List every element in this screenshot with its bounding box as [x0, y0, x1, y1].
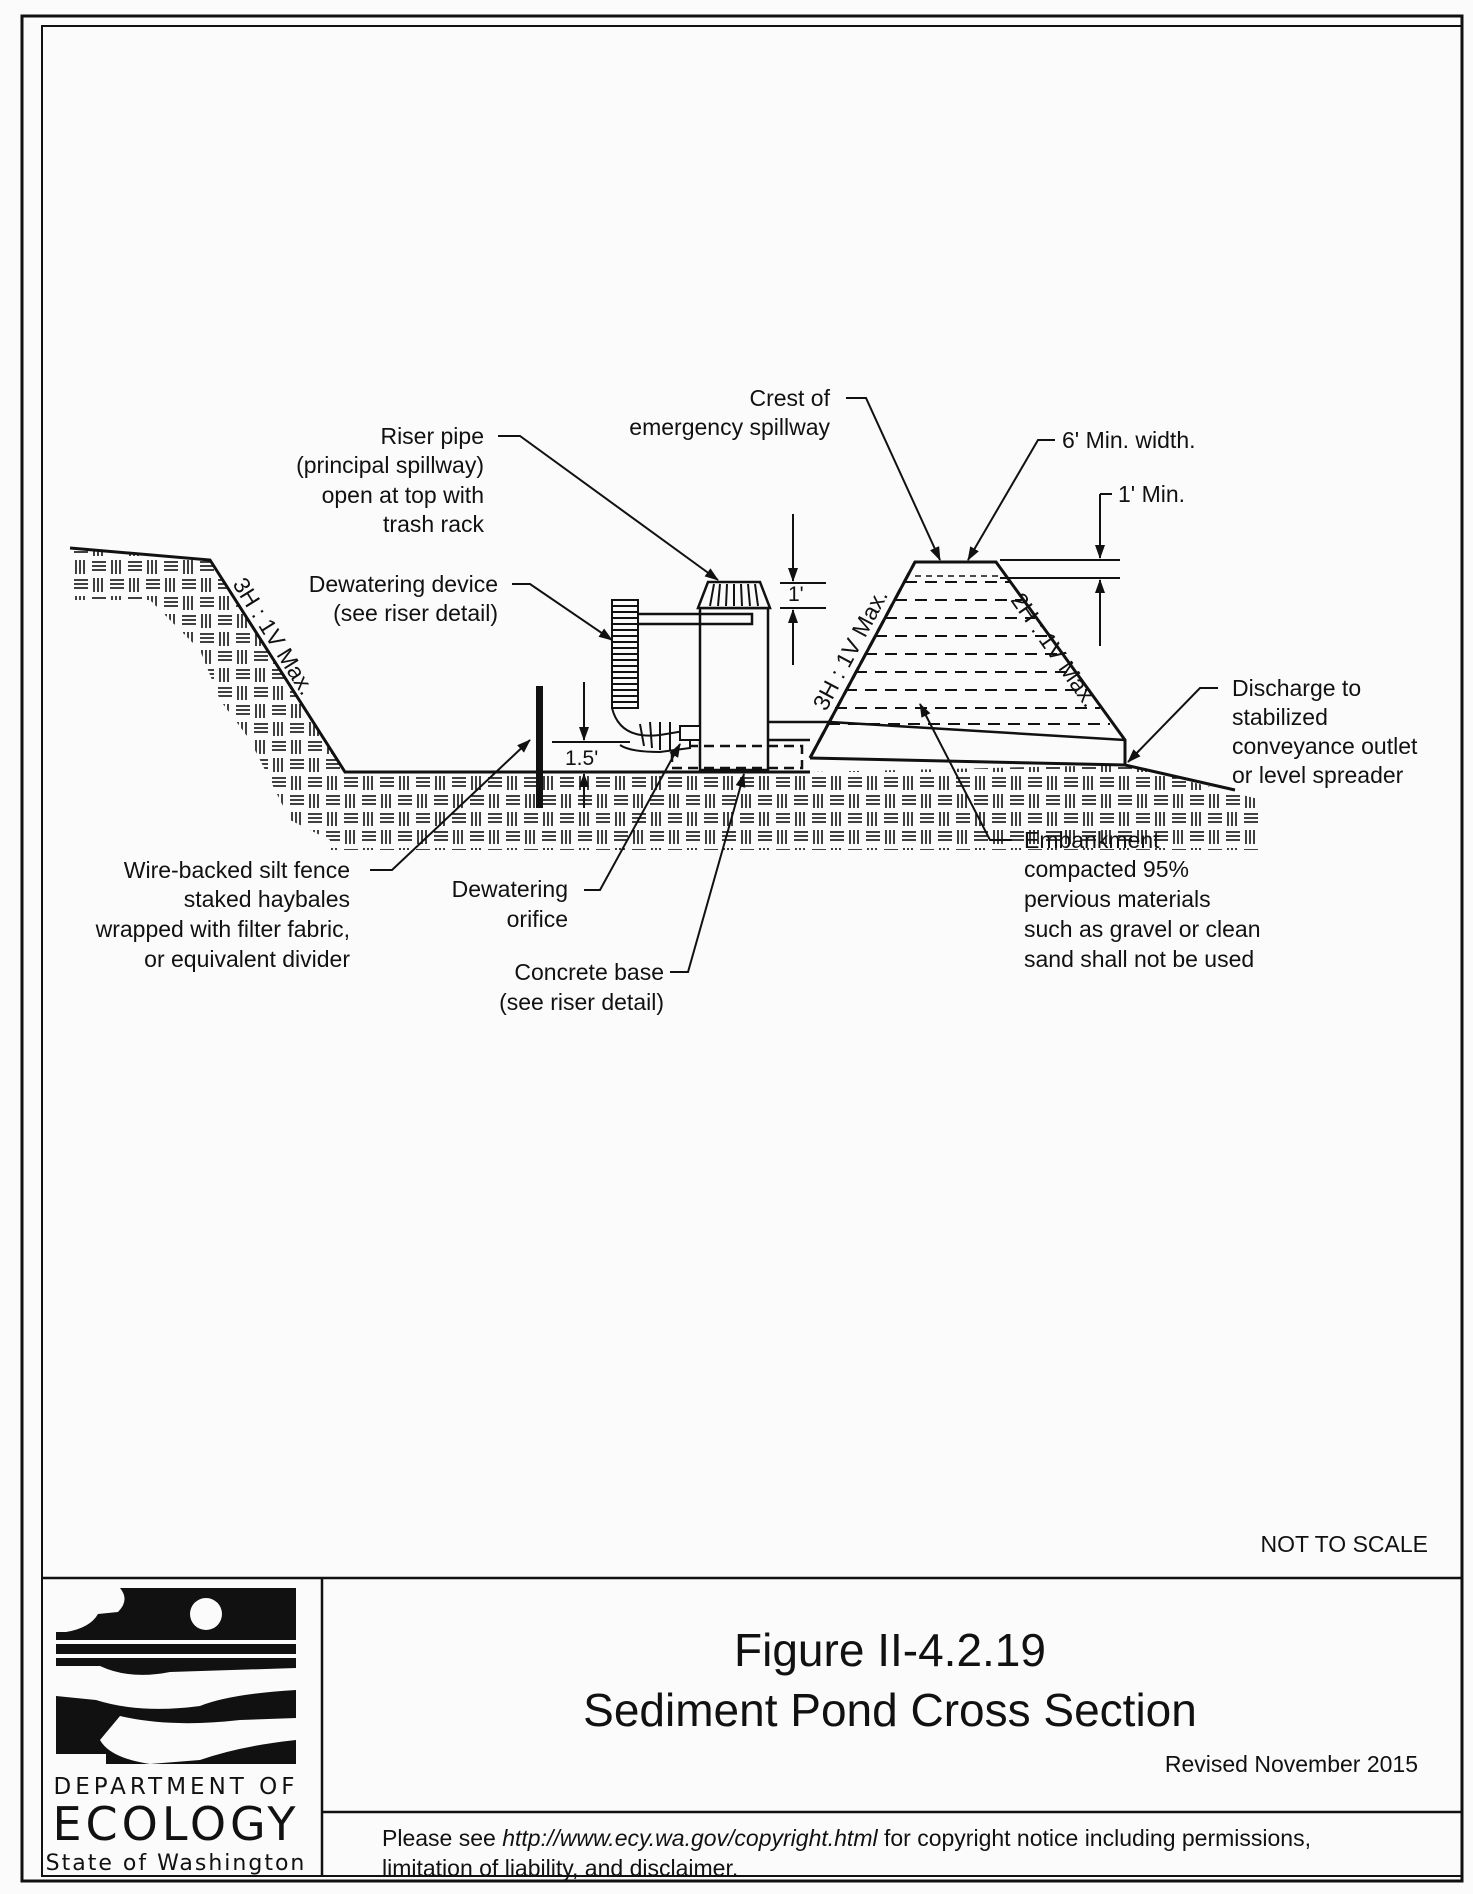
- svg-text:orifice: orifice: [507, 906, 568, 932]
- figure-title: Sediment Pond Cross Section: [583, 1684, 1197, 1736]
- label-riser-pipe: Riser pipe (principal spillway) open at …: [296, 423, 484, 537]
- label-concrete-base: Concrete base (see riser detail): [499, 959, 664, 1015]
- svg-text:open at top with: open at top with: [322, 482, 484, 508]
- svg-text:(see riser detail): (see riser detail): [499, 989, 664, 1015]
- label-dewatering-device: Dewatering device (see riser detail): [309, 571, 498, 626]
- title-block: [42, 1576, 1462, 1876]
- logo-state-text: State of Washington: [46, 1851, 307, 1876]
- label-discharge: Discharge to stabilized conveyance outle…: [1232, 675, 1418, 788]
- svg-text:Concrete base: Concrete base: [514, 959, 664, 985]
- dim-1-5ft: [552, 682, 630, 808]
- svg-text:staked haybales: staked haybales: [184, 886, 350, 912]
- svg-text:sand shall not be used: sand shall not be used: [1024, 946, 1254, 972]
- svg-text:stabilized: stabilized: [1232, 704, 1328, 730]
- svg-text:pervious materials: pervious materials: [1024, 886, 1211, 912]
- svg-text:(principal spillway): (principal spillway): [296, 452, 484, 478]
- svg-text:emergency spillway: emergency spillway: [629, 414, 830, 440]
- dewatering-device: [611, 599, 701, 754]
- svg-text:compacted 95%: compacted 95%: [1024, 856, 1189, 882]
- logo-department-text: DEPARTMENT OF: [53, 1774, 298, 1800]
- inner-border: [41, 25, 1463, 1877]
- svg-text:Discharge to: Discharge to: [1232, 675, 1361, 701]
- slope-embankment-left-label: 3H : 1V Max.: [807, 585, 892, 715]
- not-to-scale: NOT TO SCALE: [1261, 1531, 1428, 1557]
- riser-pipe: [630, 580, 1126, 772]
- dim-1ft: [780, 514, 826, 665]
- svg-text:Crest of: Crest of: [749, 385, 830, 411]
- logo-ecology-text: ECOLOGY: [52, 1797, 299, 1851]
- svg-text:such as gravel or clean: such as gravel or clean: [1024, 916, 1261, 942]
- label-one-min: 1' Min.: [1118, 481, 1185, 507]
- dim-1ft-text: 1': [788, 583, 804, 606]
- svg-text:trash rack: trash rack: [383, 511, 484, 537]
- figure-number: Figure II-4.2.19: [734, 1624, 1046, 1676]
- slope-embankment-right-label: 2H : 1V Max.: [1006, 588, 1104, 712]
- svg-text:Riser pipe: Riser pipe: [380, 423, 484, 449]
- copyright-line-2: limitation of liability, and disclaimer.: [382, 1855, 738, 1881]
- label-crest-spillway: Crest of emergency spillway: [629, 385, 830, 440]
- dim-1-5ft-text: 1.5': [565, 747, 598, 770]
- svg-text:Wire-backed silt fence: Wire-backed silt fence: [124, 857, 350, 883]
- svg-text:conveyance outlet: conveyance outlet: [1232, 733, 1418, 759]
- svg-text:(see riser detail): (see riser detail): [333, 600, 498, 626]
- copyright-link[interactable]: http://www.ecy.wa.gov/copyright.html: [502, 1825, 878, 1851]
- revised-date: Revised November 2015: [1165, 1751, 1418, 1777]
- logo-land-shape: [56, 1588, 125, 1632]
- copyright-line-1: Please see http://www.ecy.wa.gov/copyrig…: [382, 1825, 1311, 1851]
- svg-text:Embankment: Embankment: [1024, 827, 1160, 853]
- leader-lines: [370, 397, 1218, 973]
- label-dewatering-orifice: Dewatering orifice: [452, 876, 568, 932]
- svg-text:or level spreader: or level spreader: [1232, 762, 1404, 788]
- label-embankment: Embankment compacted 95% pervious materi…: [1024, 827, 1261, 972]
- svg-text:or equivalent divider: or equivalent divider: [144, 946, 350, 972]
- ecology-logo: DEPARTMENT OF ECOLOGY State of Washingto…: [46, 1588, 307, 1876]
- svg-text:wrapped with filter fabric,: wrapped with filter fabric,: [95, 916, 350, 942]
- svg-text:Dewatering: Dewatering: [452, 876, 568, 902]
- label-silt-fence: Wire-backed silt fence staked haybales w…: [95, 857, 351, 972]
- silt-fence-post: [536, 686, 543, 808]
- logo-sun-icon: [190, 1598, 222, 1630]
- dim-1ft-min: [1000, 493, 1120, 646]
- svg-text:Dewatering device: Dewatering device: [309, 571, 498, 597]
- label-min-width: 6' Min. width.: [1062, 427, 1196, 453]
